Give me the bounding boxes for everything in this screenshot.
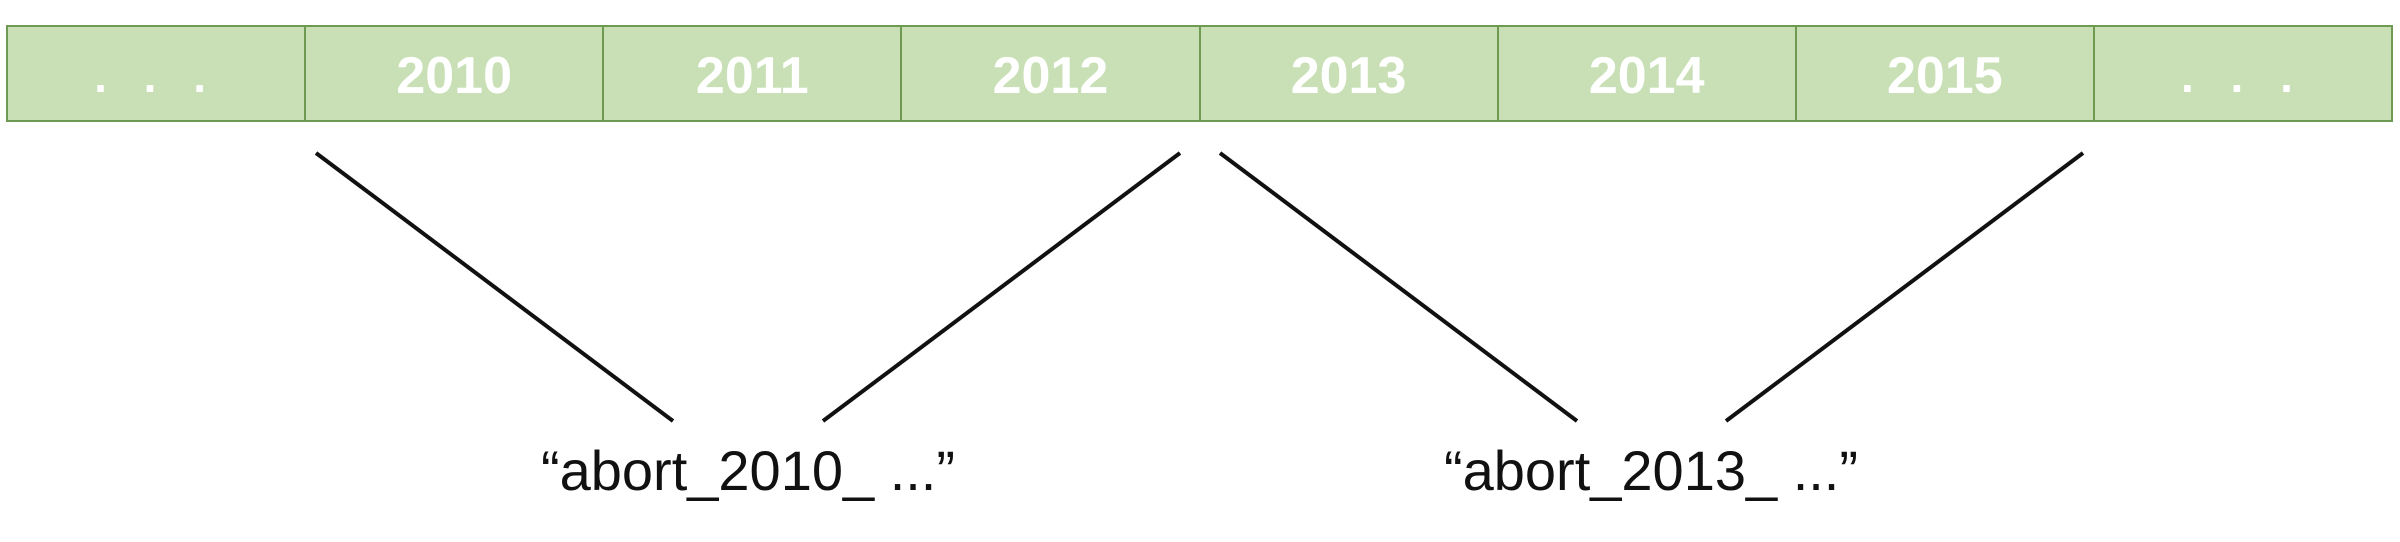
timeline-cell-2011: 2011: [604, 27, 903, 120]
bracket-line-2013-left: [1218, 151, 1579, 423]
timeline-cell-2015: 2015: [1797, 27, 2095, 120]
bracket-line-2013-right: [1724, 151, 2085, 423]
group-label-2013: “abort_2013_ ...”: [1443, 439, 1859, 502]
group-label-2010: “abort_2010_ ...”: [540, 439, 956, 502]
timeline-cell-2012: 2012: [902, 27, 1201, 120]
timeline-cell-2014: 2014: [1499, 27, 1797, 120]
bracket-line-2010-left: [314, 151, 675, 423]
timeline-cell-ellipsis-start: . . .: [6, 27, 307, 120]
timeline-cell-2013: 2013: [1201, 27, 1499, 120]
timeline-cell-2010: 2010: [306, 27, 605, 120]
year-timeline: . . . 2010 2011 2012 2013 2014 2015 . . …: [6, 25, 2393, 122]
timeline-cell-ellipsis-end: . . .: [2095, 27, 2393, 120]
bracket-line-2010-right: [821, 151, 1182, 423]
